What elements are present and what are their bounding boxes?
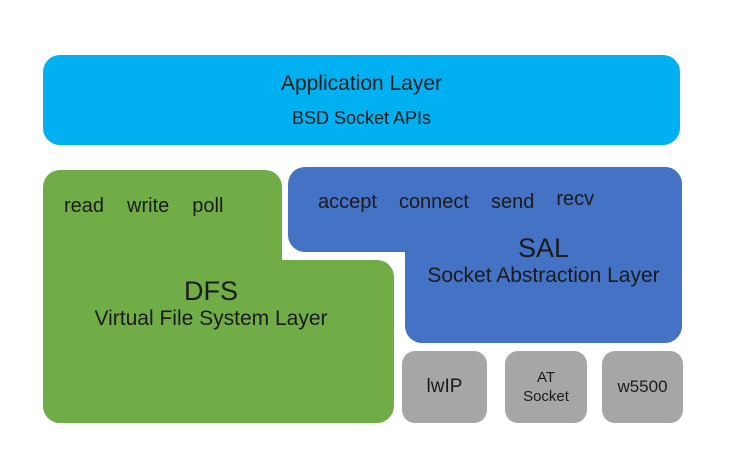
dfs-api-poll: poll bbox=[192, 195, 224, 217]
sal-api-connect: connect bbox=[398, 191, 469, 213]
dfs-label-block: DFS Virtual File System Layer bbox=[43, 276, 379, 332]
backend-box-w5500: w5500 bbox=[602, 351, 683, 423]
application-layer-title: Application Layer bbox=[280, 72, 443, 95]
backend-label-lwip: lwIP bbox=[426, 376, 463, 397]
dfs-layer-box-extension bbox=[43, 260, 394, 423]
sal-api-recv: recv bbox=[556, 188, 595, 210]
dfs-abbreviation: DFS bbox=[184, 276, 238, 306]
sal-layer-box-extension bbox=[405, 167, 682, 343]
application-layer-subtitle: BSD Socket APIs bbox=[291, 108, 432, 128]
dfs-api-write: write bbox=[127, 195, 170, 217]
sal-api-accept: accept bbox=[318, 191, 377, 213]
sal-api-send: send bbox=[491, 191, 535, 213]
sal-api-list: accept connect send recv bbox=[318, 188, 595, 214]
backend-label-w5500: w5500 bbox=[617, 377, 668, 396]
sal-label-block: SAL Socket Abstraction Layer bbox=[405, 233, 682, 289]
sal-abbreviation: SAL bbox=[517, 233, 570, 263]
dfs-layer-name: Virtual File System Layer bbox=[94, 307, 328, 330]
dfs-api-read: read bbox=[64, 195, 105, 217]
backend-box-lwip: lwIP bbox=[402, 351, 487, 423]
application-layer-box: Application Layer BSD Socket APIs bbox=[43, 55, 680, 145]
dfs-api-list: read write poll bbox=[64, 194, 223, 218]
sal-layer-name: Socket Abstraction Layer bbox=[427, 264, 660, 287]
backend-box-at-socket: AT Socket bbox=[505, 351, 587, 423]
backend-label-at-socket: AT Socket bbox=[523, 369, 569, 405]
